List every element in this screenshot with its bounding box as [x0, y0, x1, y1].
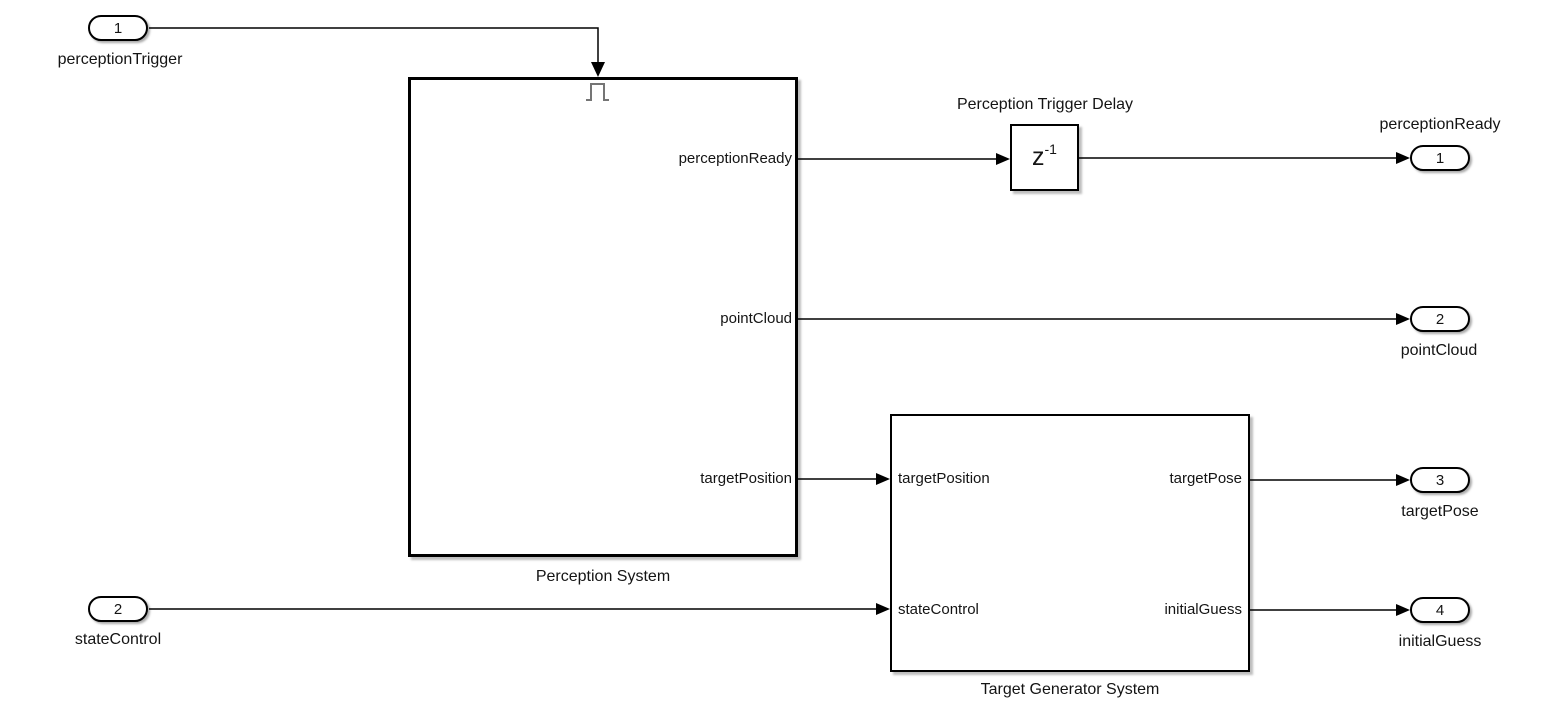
inport-2-number: 2: [113, 600, 123, 618]
outport-3-label: targetPose: [1401, 503, 1479, 520]
arrowhead-trigger: [591, 62, 605, 77]
delay-symbol-exponent: -1: [1044, 140, 1057, 157]
target-generator-block[interactable]: [890, 414, 1250, 672]
target-generator-name: Target Generator System: [980, 681, 1160, 698]
perception-system-block[interactable]: [408, 77, 798, 557]
wire-perception-trigger[interactable]: [149, 27, 599, 62]
outport-2-label: pointCloud: [1400, 342, 1478, 359]
perception-system-outport-label: targetPosition: [700, 470, 792, 487]
outport-2-number: 2: [1435, 310, 1445, 328]
trigger-delay-name: Perception Trigger Delay: [956, 96, 1134, 113]
target-generator-inport-label: stateControl: [898, 601, 979, 618]
target-generator-outport-label: targetPose: [1169, 470, 1242, 487]
perception-system-outport-label: perceptionReady: [678, 150, 792, 167]
perception-system-outport-label: pointCloud: [720, 310, 792, 327]
inport-1-label: perceptionTrigger: [57, 51, 183, 68]
trigger-delay-block[interactable]: [1010, 124, 1079, 191]
arrowhead: [1396, 313, 1410, 325]
outport-2[interactable]: 2: [1410, 306, 1470, 332]
perception-system-name: Perception System: [535, 568, 671, 585]
target-generator-outport-label: initialGuess: [1164, 601, 1242, 618]
outport-1-label: perceptionReady: [1379, 116, 1501, 133]
delay-symbol-base: z: [1032, 143, 1045, 171]
inport-1[interactable]: 1: [88, 15, 148, 41]
outport-4-number: 4: [1435, 601, 1445, 619]
outport-4[interactable]: 4: [1410, 597, 1470, 623]
unit-delay-symbol: z-1: [1010, 124, 1079, 191]
arrowhead: [1396, 474, 1410, 486]
arrowhead: [876, 603, 890, 615]
outport-3-number: 3: [1435, 471, 1445, 489]
outport-1-number: 1: [1435, 149, 1445, 167]
arrowhead: [1396, 604, 1410, 616]
inport-2-label: stateControl: [74, 631, 162, 648]
arrowhead: [1396, 152, 1410, 164]
inport-2[interactable]: 2: [88, 596, 148, 622]
target-generator-inport-label: targetPosition: [898, 470, 990, 487]
outport-4-label: initialGuess: [1398, 633, 1482, 650]
outport-3[interactable]: 3: [1410, 467, 1470, 493]
arrowhead: [996, 153, 1010, 165]
inport-1-number: 1: [113, 19, 123, 37]
outport-1[interactable]: 1: [1410, 145, 1470, 171]
trigger-pulse-icon: [586, 83, 609, 101]
arrowhead: [876, 473, 890, 485]
